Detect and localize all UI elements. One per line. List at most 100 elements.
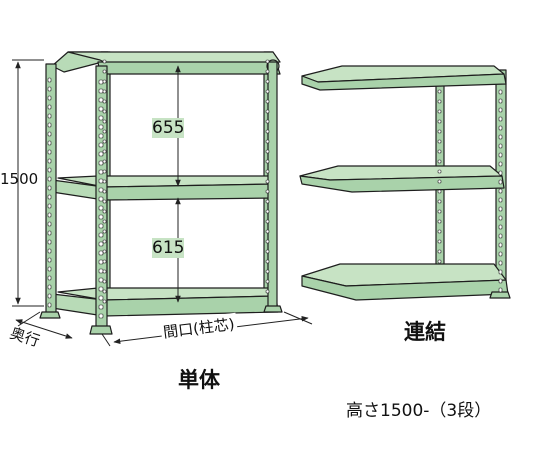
post-slot	[47, 140, 52, 146]
post-slot	[265, 269, 270, 274]
post-slot	[47, 149, 52, 155]
post-slot	[98, 133, 104, 139]
post-slot	[437, 199, 442, 204]
post-slot	[498, 188, 503, 194]
post-slot	[47, 113, 52, 119]
post-slot	[265, 239, 270, 244]
bottom-shelf-front	[103, 295, 279, 317]
post-slot	[98, 97, 104, 103]
post-slot	[437, 229, 442, 234]
conn-foot	[489, 291, 511, 299]
post-slot	[265, 149, 270, 154]
post-slot	[265, 89, 270, 94]
conn-middle-front	[299, 175, 505, 193]
post-slot	[265, 289, 270, 294]
post-slot	[498, 287, 503, 293]
post-slot	[47, 266, 52, 272]
upper-gap-label: 655	[152, 118, 185, 138]
post-slot	[98, 295, 104, 301]
post-slot	[47, 167, 52, 173]
top-frame-front	[97, 61, 281, 75]
post-slot	[265, 179, 270, 184]
post-slot	[498, 170, 503, 176]
post-slot	[265, 259, 270, 264]
post-slot	[47, 248, 52, 254]
post-slot	[98, 214, 104, 220]
post-slot	[98, 241, 104, 247]
post-slot	[437, 109, 442, 114]
post-slot	[102, 209, 107, 214]
conn-post-slots	[437, 89, 503, 293]
post-slot	[102, 89, 107, 94]
post-slot	[102, 79, 107, 84]
post-slot	[98, 178, 104, 184]
post-slot	[98, 268, 104, 274]
post-slot	[98, 250, 104, 256]
post-slot	[47, 122, 52, 128]
post-slot	[265, 219, 270, 224]
post-slot	[47, 230, 52, 236]
post-slot	[47, 284, 52, 290]
post-slot	[102, 269, 107, 274]
post-slot	[98, 142, 104, 148]
post-slot	[498, 251, 503, 257]
post-slot	[265, 159, 270, 164]
post-slot	[265, 209, 270, 214]
post-slot	[102, 189, 107, 194]
conn-back-post-slots	[437, 89, 442, 264]
spec-caption: 高さ1500-（3段）	[346, 401, 492, 421]
conn-top-front	[301, 73, 507, 91]
post-slot	[102, 219, 107, 224]
post-slot	[102, 179, 107, 184]
post-slot	[437, 159, 442, 164]
post-slot	[437, 219, 442, 224]
post-slot	[98, 277, 104, 283]
width-ext-left	[101, 333, 111, 347]
post-slot	[47, 257, 52, 263]
height-total-label: 1500	[0, 170, 39, 188]
post-slot	[498, 233, 503, 239]
single-unit-rack	[39, 51, 283, 335]
post-slot	[102, 59, 107, 64]
post-slot	[102, 129, 107, 134]
post-slot	[98, 169, 104, 175]
post-slot	[102, 249, 107, 254]
post-slot	[437, 99, 442, 104]
post-slot	[437, 149, 442, 154]
conn-front-post-slots	[498, 89, 503, 293]
post-slot	[47, 302, 52, 308]
post-slot	[98, 88, 104, 94]
front-right-post	[267, 61, 278, 309]
post-slot	[102, 169, 107, 174]
post-slot	[47, 194, 52, 200]
post-slot	[498, 134, 503, 140]
post-slot	[47, 77, 52, 83]
post-slot	[498, 269, 503, 275]
post-slot	[265, 199, 270, 204]
depth-dim-line	[15, 319, 73, 339]
post-slot	[265, 69, 270, 74]
post-slot	[47, 104, 52, 110]
post-slot	[102, 109, 107, 114]
post-slot	[47, 95, 52, 101]
post-slot	[498, 152, 503, 158]
post-slot	[498, 215, 503, 221]
post-slot	[47, 86, 52, 92]
post-slot	[265, 129, 270, 134]
post-slot	[47, 185, 52, 191]
post-slot	[437, 179, 442, 184]
post-slot	[102, 99, 107, 104]
post-slot	[47, 158, 52, 164]
post-slot	[98, 124, 104, 130]
post-slot	[98, 151, 104, 157]
front-center-post-slots	[98, 79, 104, 319]
post-slot	[98, 259, 104, 265]
post-slot	[47, 176, 52, 182]
depth-ext	[17, 311, 41, 327]
post-slot	[102, 229, 107, 234]
foot-left	[39, 311, 61, 319]
post-slot	[47, 221, 52, 227]
post-slot	[102, 279, 107, 284]
connected-unit-label: 連結	[404, 320, 446, 344]
